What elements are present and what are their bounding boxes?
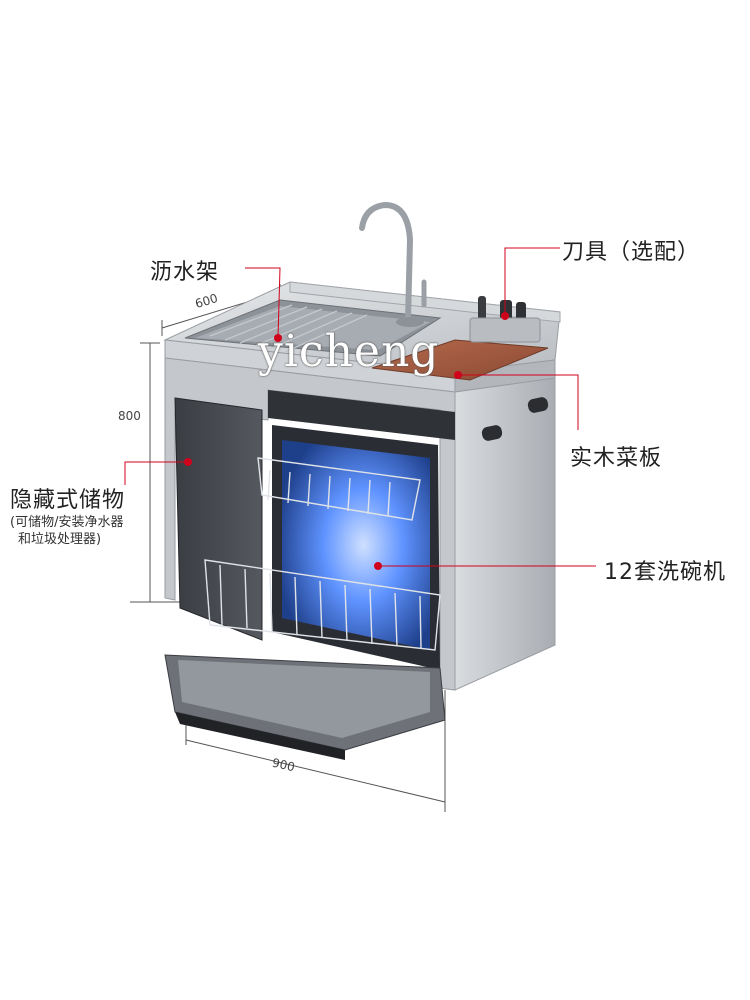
faucet bbox=[359, 201, 427, 323]
label-storage-note-2: 和垃圾处理器) bbox=[18, 532, 102, 547]
dimension-height: 800 bbox=[118, 409, 141, 423]
label-knife: 刀具（选配） bbox=[562, 240, 701, 265]
label-dishwasher: 12套洗碗机 bbox=[604, 560, 726, 585]
watermark-text: yicheng bbox=[258, 326, 440, 377]
label-storage-note-1: (可储物/安装净水器 bbox=[10, 515, 124, 530]
callout-lines bbox=[124, 247, 596, 567]
label-hidden-storage: 隐藏式储物 bbox=[10, 488, 126, 513]
label-drain-rack: 沥水架 bbox=[150, 260, 220, 285]
label-cutting-board: 实木菜板 bbox=[570, 446, 663, 471]
knife-set bbox=[469, 296, 541, 343]
callout-dots bbox=[184, 312, 509, 570]
sink-cabinet bbox=[163, 201, 561, 760]
